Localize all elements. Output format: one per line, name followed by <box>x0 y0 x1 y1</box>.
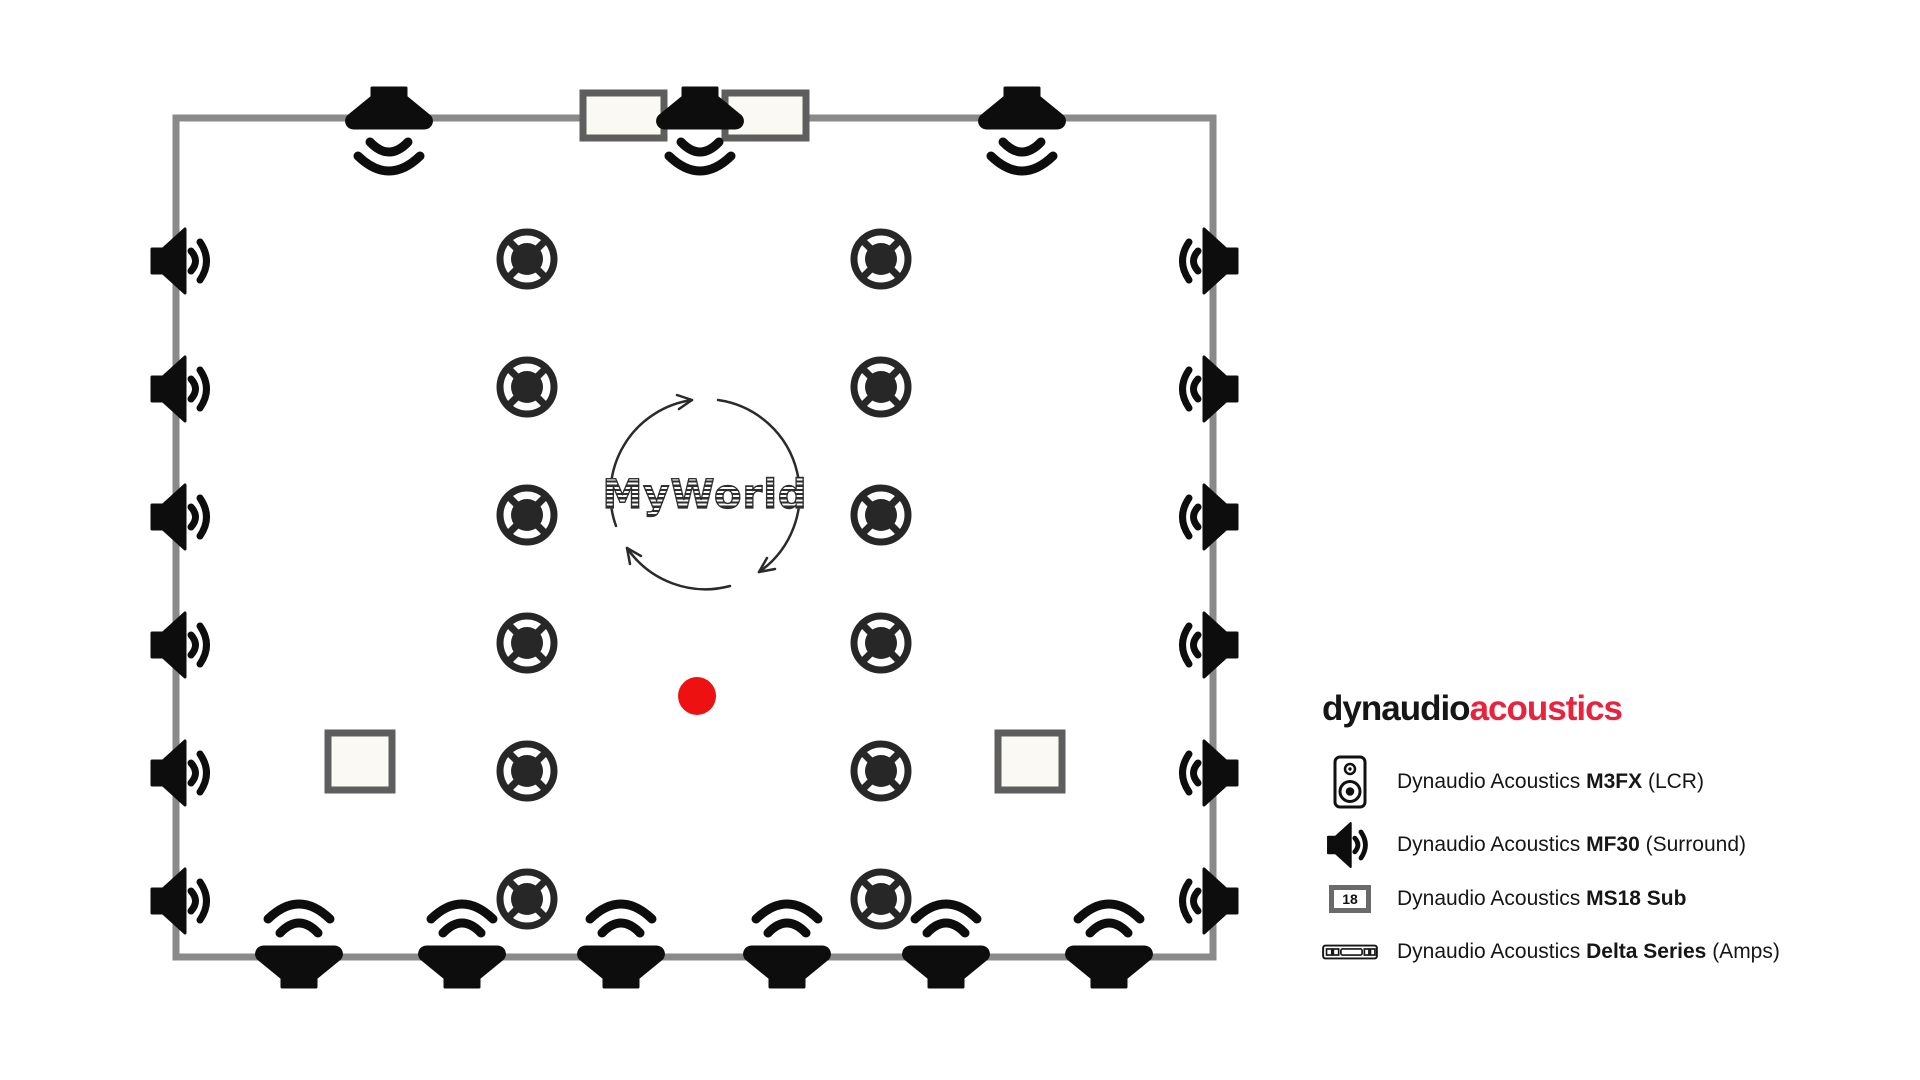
right-surround-icon <box>1183 357 1238 421</box>
left-surround-icon <box>152 357 207 421</box>
rear-surround-icon <box>1067 904 1152 987</box>
left-surround-icon <box>152 229 207 293</box>
ceiling-speaker-icon <box>854 360 908 414</box>
right-surround-icon <box>1183 741 1238 805</box>
lcr-speaker-icon <box>980 88 1065 171</box>
rear-surround-icon <box>579 904 664 987</box>
legend: dynaudioacoustics Dynaudio Acoustics M3F… <box>1322 690 1902 972</box>
left-surround-icon <box>152 613 207 677</box>
right-surround-icon <box>1183 869 1238 933</box>
rear-surround-icon <box>257 904 342 987</box>
legend-text-mf30: Dynaudio Acoustics MF30 (Surround) <box>1397 833 1747 856</box>
lcr-speaker-icon <box>347 88 432 171</box>
ceiling-speaker-icon <box>854 616 908 670</box>
legend-text-delta: Dynaudio Acoustics Delta Series (Amps) <box>1397 940 1780 963</box>
ceiling-speaker-icon <box>500 360 554 414</box>
legend-text-m3fx: Dynaudio Acoustics M3FX (LCR) <box>1397 770 1704 793</box>
legend-row-mf30: Dynaudio Acoustics MF30 (Surround) <box>1322 818 1902 872</box>
left-surround-icon <box>152 485 207 549</box>
right-surround-icon <box>1183 613 1238 677</box>
ceiling-speaker-icon <box>500 616 554 670</box>
right-surround-icon <box>1183 229 1238 293</box>
subwoofer-icon <box>324 729 396 794</box>
legend-row-delta: Dynaudio Acoustics Delta Series (Amps) <box>1322 932 1902 972</box>
ceiling-speaker-icon <box>854 744 908 798</box>
logo-acoustics: acoustics <box>1469 689 1623 728</box>
ceiling-speaker-icon <box>854 232 908 286</box>
logo-dynaudio: dynaudio <box>1322 689 1471 728</box>
left-surround-icon <box>152 869 207 933</box>
legend-text-ms18: Dynaudio Acoustics MS18 Sub <box>1397 887 1687 910</box>
legend-row-ms18: 18 Dynaudio Acoustics MS18 Sub <box>1322 877 1902 921</box>
room-wall <box>172 114 1217 961</box>
ceiling-speaker-icon <box>854 488 908 542</box>
rear-surround-icon <box>904 904 989 987</box>
rear-surround-icon <box>745 904 830 987</box>
myworld-logo-text: MyWorld <box>555 471 855 518</box>
ceiling-speaker-icon <box>854 872 908 926</box>
dynaudio-acoustics-logo: dynaudioacoustics <box>1322 690 1902 728</box>
myworld-rotation-arrows <box>609 393 801 591</box>
ceiling-speaker-icon <box>500 744 554 798</box>
delta-amp-icon <box>1322 942 1378 962</box>
mf30-speaker-icon <box>1322 821 1378 869</box>
left-surround-icon <box>152 741 207 805</box>
rear-surround-icon <box>420 904 505 987</box>
ms18-sub-icon: 18 <box>1322 885 1378 913</box>
right-surround-icon <box>1183 485 1238 549</box>
subwoofer-icon <box>579 89 668 142</box>
device-layer <box>152 88 1237 987</box>
ceiling-speaker-icon <box>500 232 554 286</box>
subwoofer-icon <box>994 729 1066 794</box>
listening-position-dot <box>678 677 716 715</box>
ceiling-speaker-icon <box>500 488 554 542</box>
ceiling-speaker-icon <box>500 872 554 926</box>
legend-row-m3fx: Dynaudio Acoustics M3FX (LCR) <box>1322 754 1902 810</box>
m3fx-cabinet-icon <box>1322 755 1378 809</box>
